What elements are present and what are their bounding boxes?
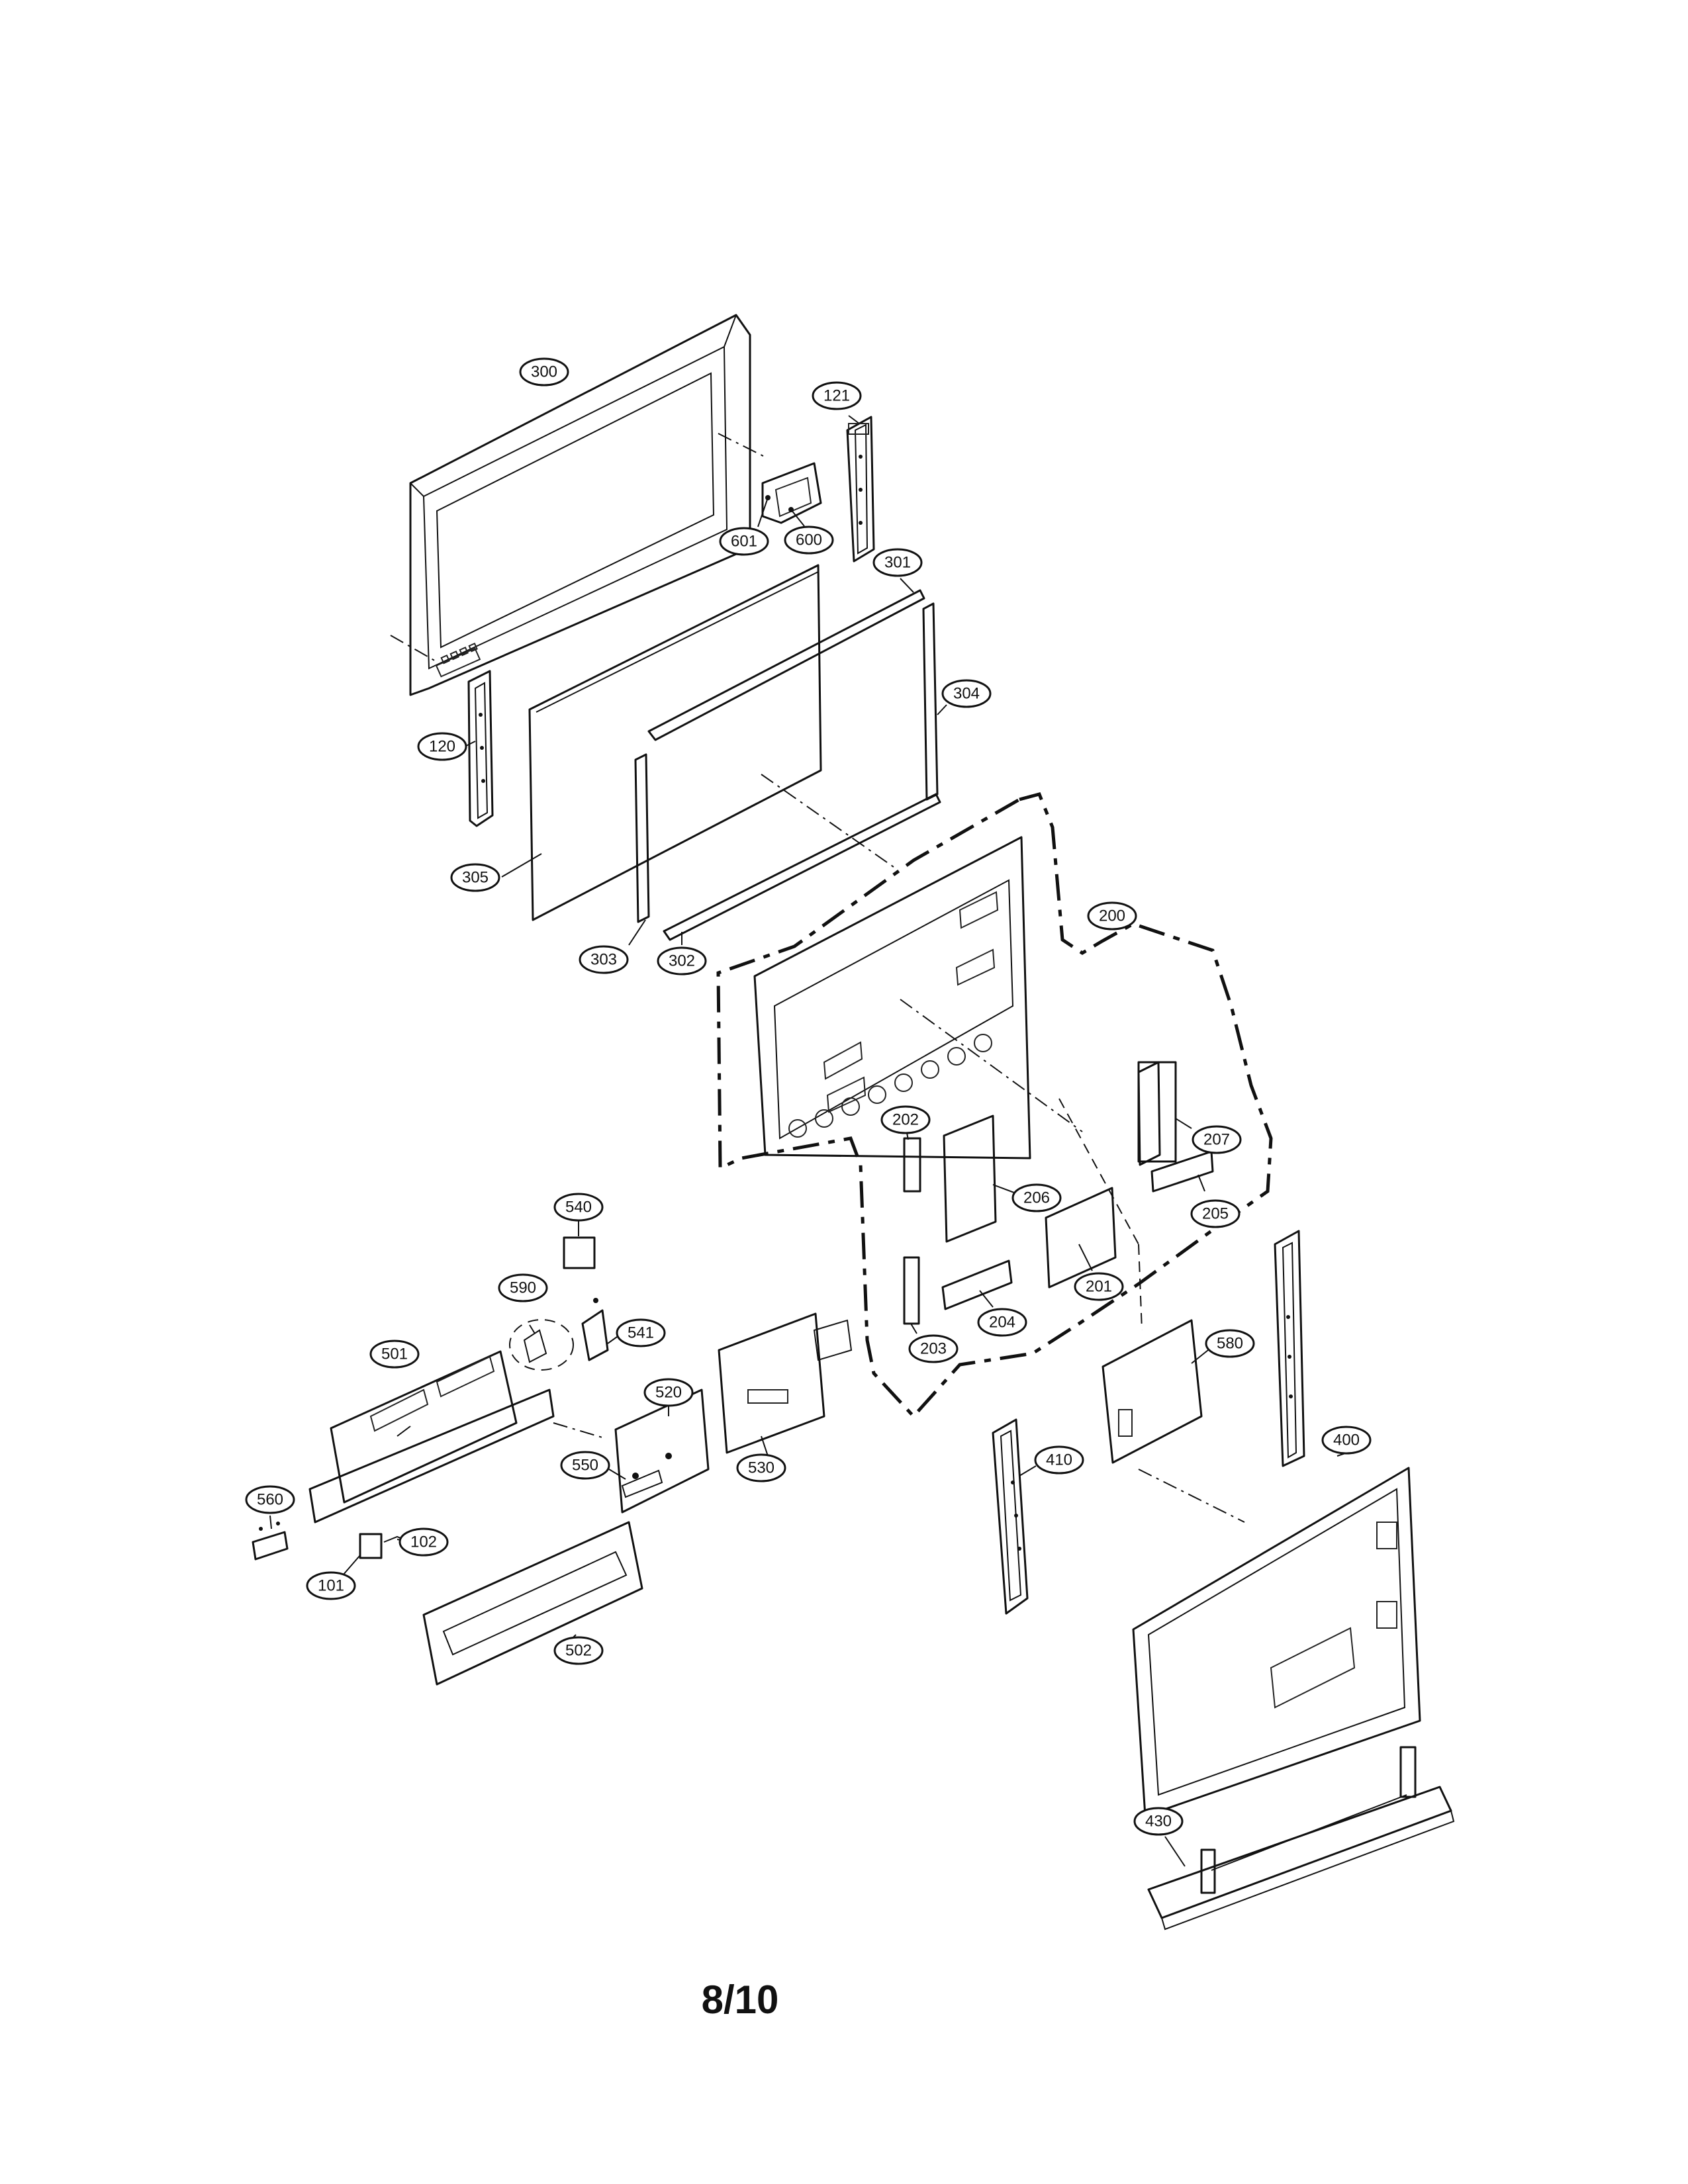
callout-label: 303 xyxy=(590,951,617,969)
callout-label: 520 xyxy=(655,1384,682,1402)
callout-label: 120 xyxy=(429,738,455,756)
callout-101: 101 xyxy=(306,1571,356,1600)
callout-label: 101 xyxy=(318,1577,344,1595)
part-switch-101 xyxy=(342,1533,383,1576)
callout-203: 203 xyxy=(908,1334,959,1363)
callout-label: 300 xyxy=(531,363,557,381)
callout-301: 301 xyxy=(872,548,923,577)
callout-300: 300 xyxy=(519,357,569,387)
callout-302: 302 xyxy=(657,946,707,976)
callout-label: 601 xyxy=(731,533,757,551)
callout-label: 590 xyxy=(510,1279,536,1297)
part-bracket-410 xyxy=(992,1418,1037,1615)
part-board-203 xyxy=(903,1256,920,1334)
callout-121: 121 xyxy=(812,381,862,410)
callout-305: 305 xyxy=(450,863,500,892)
callout-520: 520 xyxy=(643,1378,694,1407)
callout-204: 204 xyxy=(977,1308,1027,1337)
callout-label: 304 xyxy=(953,685,980,703)
callout-400: 400 xyxy=(1321,1426,1372,1455)
callout-205: 205 xyxy=(1190,1199,1241,1228)
callout-304: 304 xyxy=(941,679,992,708)
callout-label: 502 xyxy=(565,1642,592,1660)
callout-label: 204 xyxy=(989,1314,1015,1332)
callout-541: 541 xyxy=(616,1318,666,1347)
callout-590: 590 xyxy=(498,1273,548,1302)
callout-303: 303 xyxy=(579,945,629,974)
callout-label: 530 xyxy=(748,1459,774,1477)
part-bracket-600 xyxy=(757,462,822,527)
callout-102: 102 xyxy=(399,1527,449,1557)
part-front-bezel xyxy=(390,314,765,696)
part-remote-sensor-560 xyxy=(252,1515,289,1561)
callout-label: 203 xyxy=(920,1340,947,1358)
callout-label: 400 xyxy=(1333,1432,1360,1449)
callout-202: 202 xyxy=(880,1105,931,1134)
callout-560: 560 xyxy=(245,1485,295,1514)
part-chassis-frame xyxy=(753,836,1083,1160)
part-stand-430 xyxy=(1147,1746,1455,1931)
part-board-201 xyxy=(1045,1187,1117,1289)
part-bracket-550 xyxy=(608,1469,663,1498)
callout-label: 600 xyxy=(796,531,822,549)
callout-201: 201 xyxy=(1074,1272,1124,1301)
group-outline-200 xyxy=(716,792,1273,1419)
callout-530: 530 xyxy=(736,1453,786,1482)
callout-label: 501 xyxy=(381,1345,408,1363)
callout-label: 580 xyxy=(1217,1335,1243,1353)
callout-501: 501 xyxy=(369,1340,420,1369)
callout-label: 201 xyxy=(1086,1278,1112,1296)
part-board-207 xyxy=(1137,1061,1192,1166)
callout-550: 550 xyxy=(560,1451,610,1480)
callout-200: 200 xyxy=(1087,901,1137,931)
callout-430: 430 xyxy=(1133,1807,1184,1836)
callout-label: 102 xyxy=(410,1533,437,1551)
part-board-540 xyxy=(563,1219,596,1269)
part-board-530 xyxy=(718,1312,853,1457)
callout-410: 410 xyxy=(1034,1445,1084,1475)
callout-label: 121 xyxy=(823,387,850,405)
callout-label: 305 xyxy=(462,869,489,887)
callout-601: 601 xyxy=(719,527,769,556)
part-bracket-121 xyxy=(846,415,875,563)
part-glass-panel xyxy=(501,564,822,921)
callout-207: 207 xyxy=(1192,1125,1242,1154)
part-rear-cover-400 xyxy=(1132,1449,1421,1817)
part-cover-502 xyxy=(422,1521,643,1686)
callout-label: 430 xyxy=(1145,1813,1172,1831)
part-board-520 xyxy=(614,1388,710,1514)
part-board-205 xyxy=(1150,1150,1214,1193)
part-bracket-120 xyxy=(465,670,494,827)
callout-label: 541 xyxy=(628,1324,654,1342)
callout-label: 207 xyxy=(1203,1131,1230,1149)
callout-600: 600 xyxy=(784,525,834,555)
callout-502: 502 xyxy=(553,1636,604,1665)
callout-label: 302 xyxy=(669,952,695,970)
callout-label: 550 xyxy=(572,1457,598,1475)
part-board-206 xyxy=(943,1115,1020,1243)
callout-label: 301 xyxy=(884,554,911,572)
callout-540: 540 xyxy=(553,1193,604,1222)
page-number: 8/10 xyxy=(702,1978,779,2022)
callout-label: 410 xyxy=(1046,1451,1072,1469)
callout-label: 540 xyxy=(565,1199,592,1216)
part-clip-541 xyxy=(581,1298,618,1361)
part-panel-frame xyxy=(628,578,947,946)
callout-label: 202 xyxy=(892,1111,919,1129)
part-bracket-590 xyxy=(509,1319,574,1371)
part-bracket-right xyxy=(1274,1230,1305,1467)
callout-label: 200 xyxy=(1099,907,1125,925)
callout-120: 120 xyxy=(417,732,467,761)
callout-label: 205 xyxy=(1202,1205,1229,1223)
callout-580: 580 xyxy=(1205,1329,1255,1358)
part-board-204 xyxy=(941,1259,1013,1310)
callout-206: 206 xyxy=(1011,1183,1062,1212)
callout-label: 560 xyxy=(257,1491,283,1509)
part-board-202 xyxy=(903,1132,921,1193)
callout-label: 206 xyxy=(1023,1189,1050,1207)
part-main-board-501 xyxy=(308,1350,603,1524)
part-board-580 xyxy=(1058,1098,1245,1523)
